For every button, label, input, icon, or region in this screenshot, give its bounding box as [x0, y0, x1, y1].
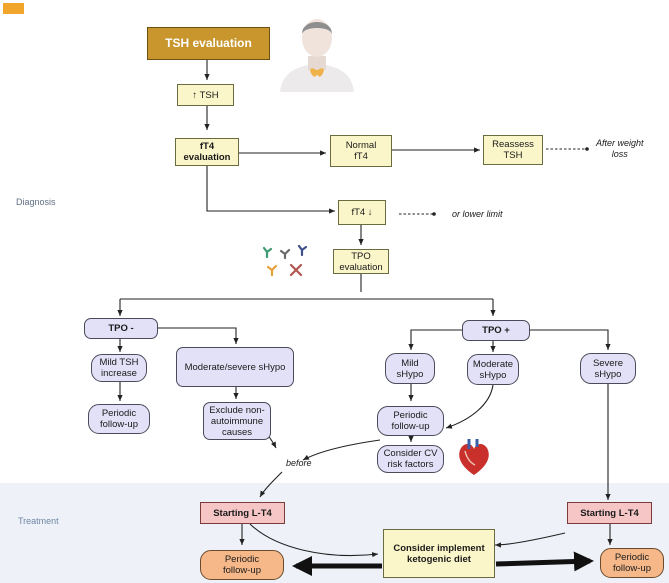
section-label-treatment: Treatment: [18, 516, 59, 526]
mild-tsh-increase-box: Mild TSH increase: [91, 354, 147, 382]
corner-tag: [3, 3, 24, 14]
before-note: before: [286, 458, 312, 468]
or-lower-limit-note: or lower limit: [452, 209, 503, 219]
mild-shypo-box: Mild sHypo: [385, 353, 435, 384]
antibodies-icon: [262, 244, 308, 277]
ft4-low-box: fT4 ↓: [338, 200, 386, 225]
periodic-followup-left-box: Periodic follow-up: [88, 404, 150, 434]
tpo-positive-box: TPO +: [462, 320, 530, 341]
exclude-nonautoimmune-box: Exclude non- autoimmune causes: [203, 402, 271, 440]
section-label-diagnosis: Diagnosis: [16, 197, 56, 207]
tsh-evaluation-box: TSH evaluation: [147, 27, 270, 60]
normal-ft4-box: Normal fT4: [330, 135, 392, 167]
after-weight-loss-note: After weight loss: [596, 138, 644, 159]
ketogenic-diet-box: Consider implement ketogenic diet: [383, 529, 495, 578]
tpo-negative-box: TPO -: [84, 318, 158, 339]
reassess-tsh-box: Reassess TSH: [483, 135, 543, 165]
moderate-shypo-box: Moderate sHypo: [467, 354, 519, 385]
periodic-followup-mid-box: Periodic follow-up: [377, 406, 444, 436]
starting-lt4-left-box: Starting L-T4: [200, 502, 285, 524]
starting-lt4-right-box: Starting L-T4: [567, 502, 652, 524]
moderate-severe-shypo-box: Moderate/severe sHypo: [176, 347, 294, 387]
person-thyroid-icon: [280, 19, 354, 92]
severe-shypo-box: Severe sHypo: [580, 353, 636, 384]
tpo-evaluation-box: TPO evaluation: [333, 249, 389, 274]
heart-icon: [459, 439, 489, 475]
periodic-followup-bottom-left-box: Periodic follow-up: [200, 550, 284, 580]
periodic-followup-bottom-right-box: Periodic follow-up: [600, 548, 664, 578]
consider-cv-risk-box: Consider CV risk factors: [377, 445, 444, 473]
ft4-evaluation-box: fT4 evaluation: [175, 138, 239, 166]
tsh-increase-box: ↑ TSH: [177, 84, 234, 106]
